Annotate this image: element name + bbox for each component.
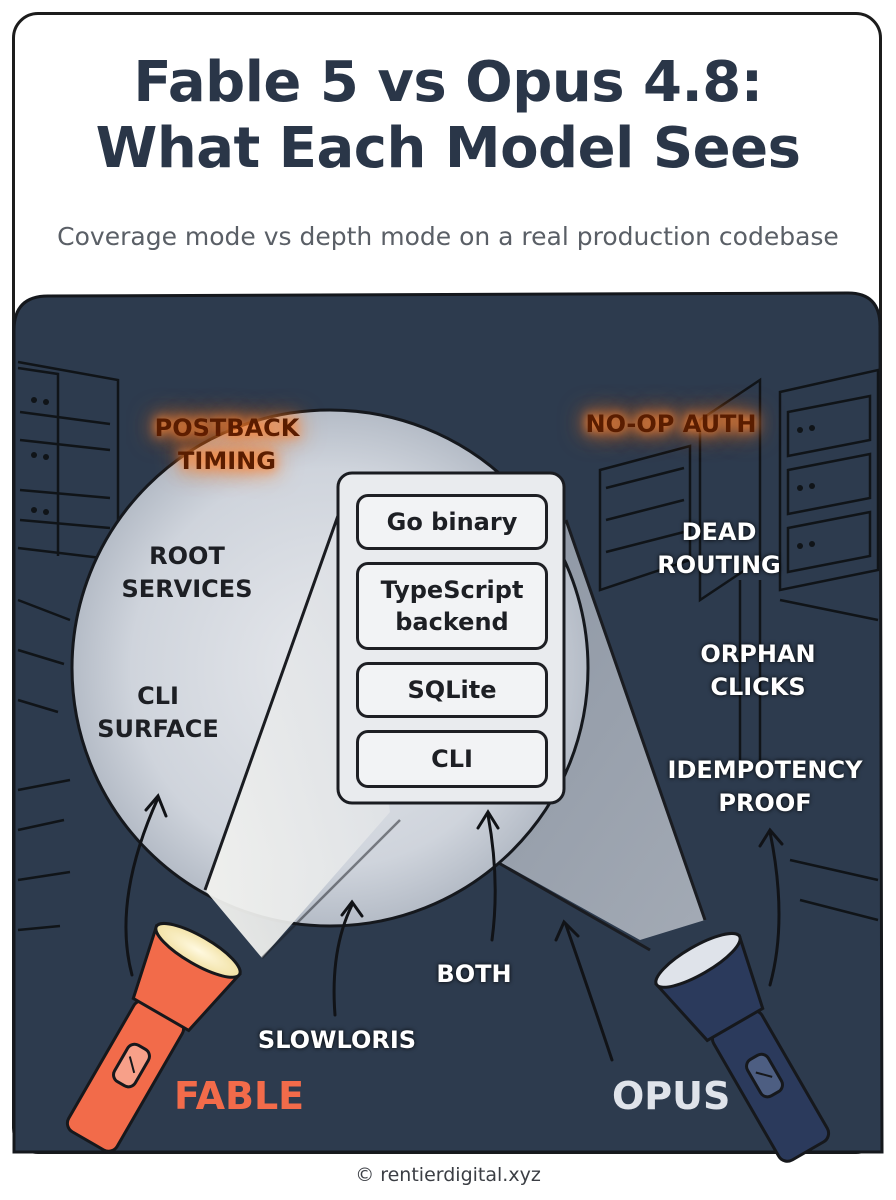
page-subtitle: Coverage mode vs depth mode on a real pr…: [57, 222, 839, 251]
label-opus: OPUS: [612, 1074, 731, 1118]
footer-credit: © rentierdigital.xyz: [355, 1164, 541, 1186]
fable-flashlight: [65, 921, 242, 1153]
arrows: [124, 793, 784, 1062]
label-both: BOTH: [436, 960, 512, 988]
label-postback-timing: POSTBACK TIMING: [154, 414, 300, 475]
server-rack-left: [17, 360, 762, 932]
label-cli-surface: CLI SURFACE: [97, 682, 219, 743]
stack-item-cli: CLI: [356, 730, 548, 788]
label-fable: FABLE: [174, 1074, 305, 1118]
page-title: Fable 5 vs Opus 4.8: What Each Model See…: [0, 50, 896, 182]
label-idempotency-proof: IDEMPOTENCY PROOF: [667, 756, 863, 817]
opus-flashlight: [654, 931, 831, 1163]
label-slowloris: SLOWLORIS: [257, 1026, 417, 1054]
label-root-services: ROOT SERVICES: [121, 542, 253, 603]
label-dead-routing: DEAD ROUTING: [657, 518, 781, 579]
server-rack-left-lights: [31, 397, 49, 515]
label-no-op-auth: NO-OP AUTH: [585, 410, 757, 438]
stack-item-go-binary: Go binary: [356, 494, 548, 550]
server-rack-right-lights: [797, 425, 815, 549]
title-line-1: Fable 5 vs Opus 4.8:: [133, 50, 763, 115]
label-orphan-clicks: ORPHAN CLICKS: [700, 640, 816, 701]
stack-item-typescript-backend: TypeScript backend: [356, 562, 548, 650]
server-rack-right: [598, 368, 880, 922]
stack-item-sqlite: SQLite: [356, 662, 548, 718]
title-line-2: What Each Model Sees: [95, 116, 801, 181]
